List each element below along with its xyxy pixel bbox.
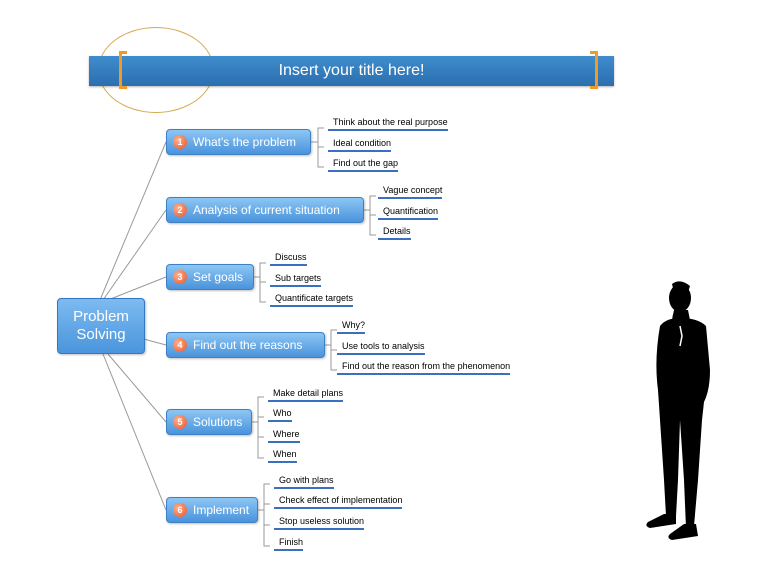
leaf-item: Discuss	[270, 252, 307, 266]
branch-label: Set goals	[193, 270, 244, 284]
leaf-item: Think about the real purpose	[328, 117, 448, 131]
number-badge: 5	[173, 414, 187, 429]
branch-node: 2 Analysis of current situation	[166, 197, 364, 223]
connector-line	[99, 141, 167, 301]
leaf-item: Stop useless solution	[274, 516, 365, 530]
branch-node: 3 Set goals	[166, 264, 254, 290]
leaf-item: Ideal condition	[328, 138, 392, 152]
number-badge: 4	[173, 337, 187, 352]
leaf-item: Find out the gap	[328, 158, 399, 172]
leaf-item: Go with plans	[274, 475, 334, 489]
leaf-item: Finish	[274, 537, 304, 551]
leaf-item: Check effect of implementation	[274, 495, 403, 509]
leaf-item: Who	[268, 408, 292, 422]
right-bracket	[590, 51, 598, 89]
leaf-item: Vague concept	[378, 185, 443, 199]
connector-line	[107, 353, 167, 423]
number-badge: 6	[173, 502, 187, 517]
leaf-item: Why?	[337, 320, 366, 334]
leaf-item: Find out the reason from the phenomenon	[337, 361, 511, 375]
branch-label: Solutions	[193, 415, 243, 429]
root-node: Problem Solving	[57, 298, 145, 354]
branch-label: What's the problem	[193, 135, 297, 149]
leaf-item: Make detail plans	[268, 388, 344, 402]
branch-label: Find out the reasons	[193, 338, 303, 352]
left-bracket	[119, 51, 127, 89]
leaf-item: Details	[378, 226, 411, 240]
root-label-line1: Problem	[73, 308, 129, 325]
leaf-item: Use tools to analysis	[337, 341, 425, 355]
branch-node: 1 What's the problem	[166, 129, 311, 155]
branch-node: 6 Implement	[166, 497, 258, 523]
branch-label: Implement	[193, 503, 250, 517]
thinking-man-silhouette	[646, 281, 710, 540]
number-badge: 2	[173, 202, 187, 217]
leaf-item: When	[268, 449, 297, 463]
branch-label: Analysis of current situation	[193, 203, 340, 217]
leaf-item: Where	[268, 429, 300, 443]
root-label-line2: Solving	[76, 326, 126, 343]
title-bar: Insert your title here!	[89, 56, 614, 86]
connector-line	[107, 276, 167, 301]
title-text: Insert your title here!	[278, 62, 425, 79]
connector-line	[102, 353, 167, 511]
leaf-item: Quantification	[378, 206, 439, 220]
connector-line	[102, 209, 167, 301]
leaf-item: Sub targets	[270, 273, 322, 287]
number-badge: 1	[173, 134, 187, 149]
leaf-item: Quantificate targets	[270, 293, 354, 307]
branch-node: 5 Solutions	[166, 409, 252, 435]
branch-node: 4 Find out the reasons	[166, 332, 325, 358]
number-badge: 3	[173, 269, 187, 284]
